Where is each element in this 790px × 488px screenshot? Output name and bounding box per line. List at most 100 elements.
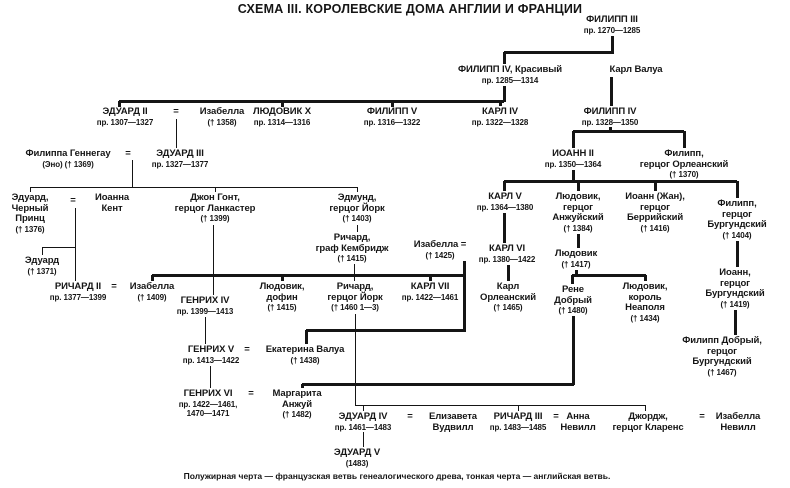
person-dates-line: († 1399) [200, 214, 230, 223]
french-branch-line [305, 330, 308, 344]
french-branch-line [119, 100, 504, 103]
person-karl-valua: Карл Валуа [610, 64, 663, 76]
person-name-line: король [628, 291, 662, 303]
person-name-line: Изабелла [715, 411, 761, 422]
marriage-equals-sign: = [699, 411, 705, 422]
person-izabella-1358: Изабелла(† 1358) [200, 106, 245, 126]
person-name-line: Эдуард [24, 255, 60, 266]
person-name-line: ГЕНРИХ IV [180, 295, 230, 306]
french-branch-line [611, 36, 614, 53]
english-branch-line [357, 225, 358, 232]
english-branch-line [357, 187, 358, 192]
person-name-line: Изабелла = [413, 239, 467, 250]
person-name-line: Маргарита [272, 388, 322, 399]
person-name-line: Бургундский [705, 288, 765, 299]
person-dates-line: пр. 1314—1316 [253, 117, 311, 127]
person-name-line: ЭДУАРД II [102, 106, 148, 117]
person-name-line: Ричард, [333, 232, 371, 243]
person-dates-line: пр. 1377—1399 [49, 292, 107, 302]
person-eduard-v: ЭДУАРД V(1483) [334, 447, 380, 467]
person-dates-line: († 1415) [267, 303, 297, 312]
person-dates-line: († 1370) [669, 170, 699, 179]
english-branch-line [42, 247, 43, 255]
person-richard-jork: Ричард,герцог Йорк(† 1460 1—3) [327, 281, 383, 312]
person-name-line: КАРЛ VI [489, 243, 525, 254]
person-dates-line: пр. 1350—1364 [544, 159, 602, 169]
person-name-line: ЛЮДОВИК X [253, 106, 311, 117]
person-name-line: Елизавета [428, 411, 478, 422]
person-name-line: Рене [561, 284, 584, 295]
person-name-line: Вудвилл [432, 421, 474, 433]
person-name-line: Иоанн (Жан), [625, 191, 685, 202]
person-edmund-jork: Эдмунд,герцог Йорк(† 1403) [329, 192, 384, 223]
person-name-line: Неаполя [625, 302, 665, 313]
french-branch-line [610, 77, 613, 106]
english-branch-line [645, 405, 646, 411]
person-name-line: ФИЛИПП V [366, 106, 418, 117]
french-branch-line [577, 234, 580, 248]
person-dates-line: († 1409) [137, 292, 167, 302]
french-branch-line [503, 181, 506, 191]
person-dates-line: († 1417) [561, 259, 591, 269]
person-name-line: Добрый [554, 294, 592, 306]
marriage-equals-sign: = [244, 344, 250, 355]
french-branch-line [281, 275, 284, 281]
person-name-line: Изабелла [129, 281, 175, 292]
french-branch-line [503, 52, 506, 64]
french-branch-line [499, 101, 502, 106]
person-name-line: Джон Гонт, [190, 192, 240, 203]
french-branch-line [734, 310, 737, 335]
french-branch-line [503, 86, 506, 102]
person-name-line: Людовик, [622, 281, 668, 292]
english-branch-line [176, 119, 177, 148]
french-branch-line [463, 275, 466, 331]
marriage-equals-sign: = [125, 148, 131, 159]
person-name-line: Джордж, [628, 411, 668, 422]
person-name-line: ФИЛИПП IV, Красивый [457, 64, 563, 75]
person-name-line: Бургундский [707, 219, 767, 230]
person-dates-line: († 1384) [563, 223, 593, 233]
person-dates-line: пр. 1316—1322 [363, 117, 421, 127]
marriage-equals-sign: = [173, 106, 179, 117]
person-name-line: Бургундский [692, 356, 752, 367]
person-name-line: ГЕНРИХ VI [183, 388, 233, 399]
english-branch-line [354, 264, 355, 281]
french-branch-line [429, 275, 432, 281]
person-name-line: Беррийский [626, 212, 684, 223]
person-name-line: герцог [639, 201, 671, 213]
person-ludovik-1417: Людовик(† 1417) [554, 248, 598, 269]
person-name-line: Иоанна [94, 192, 130, 203]
legend-caption: Полужирная черта — французская ветвь ген… [183, 471, 611, 481]
person-name-line: РИЧАРД II [54, 281, 102, 292]
person-name-line: Эдуард, [11, 192, 49, 203]
person-dates-line: пр. 1422—1461 [401, 292, 459, 302]
person-name-line: ЭДУАРД IV [338, 411, 388, 422]
english-branch-line [42, 247, 76, 248]
person-name-line: дофин [266, 291, 298, 303]
person-name-line: Черный [11, 202, 49, 214]
person-dates-line: пр. 1483—1485 [489, 422, 547, 432]
person-dates-line: пр. 1285—1314 [481, 75, 539, 85]
person-name-line: Невилл [560, 421, 596, 433]
person-name-line: герцог Йорк [327, 291, 383, 303]
person-name-line: Анна [566, 411, 590, 422]
person-dates-line: († 1467) [707, 367, 737, 377]
person-dates-line: († 1404) [722, 230, 752, 240]
french-branch-line [151, 275, 154, 281]
person-name-line: ФИЛИПП III [586, 14, 638, 25]
english-branch-line [215, 187, 216, 192]
person-name-line: Людовик [554, 248, 598, 259]
person-name-line: Людовик, [555, 191, 601, 202]
